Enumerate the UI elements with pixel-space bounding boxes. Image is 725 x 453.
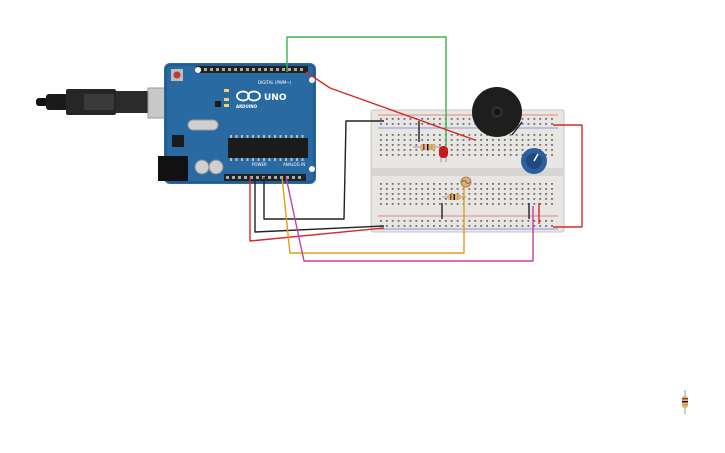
header-pin[interactable] — [222, 68, 225, 71]
capacitor-1 — [194, 159, 210, 175]
wire-black-bottom[interactable] — [254, 177, 385, 233]
header-pin[interactable] — [300, 68, 303, 71]
red-led[interactable] — [439, 146, 448, 162]
header-pin[interactable] — [298, 176, 301, 179]
header-pin[interactable] — [246, 68, 249, 71]
potentiometer[interactable] — [521, 148, 547, 174]
header-pin[interactable] — [226, 176, 229, 179]
header-pin[interactable] — [288, 68, 291, 71]
atmega-chip — [228, 138, 308, 158]
usb-cable[interactable] — [36, 87, 183, 119]
header-pin[interactable] — [258, 68, 261, 71]
piezo-buzzer[interactable] — [472, 87, 522, 137]
tx-led — [224, 98, 229, 101]
header-pin[interactable] — [294, 68, 297, 71]
arduino-uno[interactable]: UNO ARDUINO DIGITAL (PWM~) POWER ANALOG … — [158, 63, 316, 184]
resistor[interactable] — [413, 144, 443, 150]
arduino-logo: UNO ARDUINO — [236, 90, 287, 109]
wire-red-bottom[interactable] — [249, 177, 385, 242]
header-pin[interactable] — [244, 176, 247, 179]
header-pin[interactable] — [252, 68, 255, 71]
header-pin[interactable] — [264, 68, 267, 71]
analog-label: ANALOG IN — [283, 162, 305, 167]
header-pin[interactable] — [274, 176, 277, 179]
power-jack[interactable] — [158, 156, 188, 181]
wire-red-pin[interactable] — [305, 71, 476, 141]
capacitor-2 — [208, 159, 224, 175]
crystal — [187, 119, 219, 131]
header-pin[interactable] — [276, 68, 279, 71]
header-pin[interactable] — [240, 68, 243, 71]
wire-black-top[interactable] — [263, 120, 384, 220]
header-pin[interactable] — [204, 68, 207, 71]
header-pin[interactable] — [234, 68, 237, 71]
header-pin[interactable] — [216, 68, 219, 71]
resistor-2[interactable] — [442, 194, 466, 200]
photoresistor[interactable] — [460, 176, 472, 188]
header-pin[interactable] — [270, 68, 273, 71]
reset-button[interactable] — [173, 71, 181, 79]
wire-red-right[interactable] — [553, 124, 583, 228]
header-pin[interactable] — [286, 176, 289, 179]
wire-black-buzzer[interactable] — [511, 121, 523, 136]
header-pin[interactable] — [238, 176, 241, 179]
header-pin[interactable] — [282, 68, 285, 71]
digital-label: DIGITAL (PWM~) — [258, 80, 292, 85]
l-led — [224, 89, 229, 92]
uno-label: UNO — [264, 93, 287, 103]
wire-orange[interactable] — [281, 176, 465, 254]
power-label: POWER — [252, 162, 267, 167]
wires — [249, 36, 583, 262]
header-pin[interactable] — [228, 68, 231, 71]
arduino-brand: ARDUINO — [236, 104, 258, 109]
header-pin[interactable] — [232, 176, 235, 179]
header-pin[interactable] — [268, 176, 271, 179]
spare-resistor[interactable] — [682, 390, 688, 414]
header-pin[interactable] — [250, 176, 253, 179]
header-pin[interactable] — [256, 176, 259, 179]
wire-magenta[interactable] — [285, 176, 534, 262]
header-pin[interactable] — [292, 176, 295, 179]
wire-green[interactable] — [286, 36, 447, 146]
header-pin[interactable] — [210, 68, 213, 71]
rx-led — [224, 104, 229, 107]
